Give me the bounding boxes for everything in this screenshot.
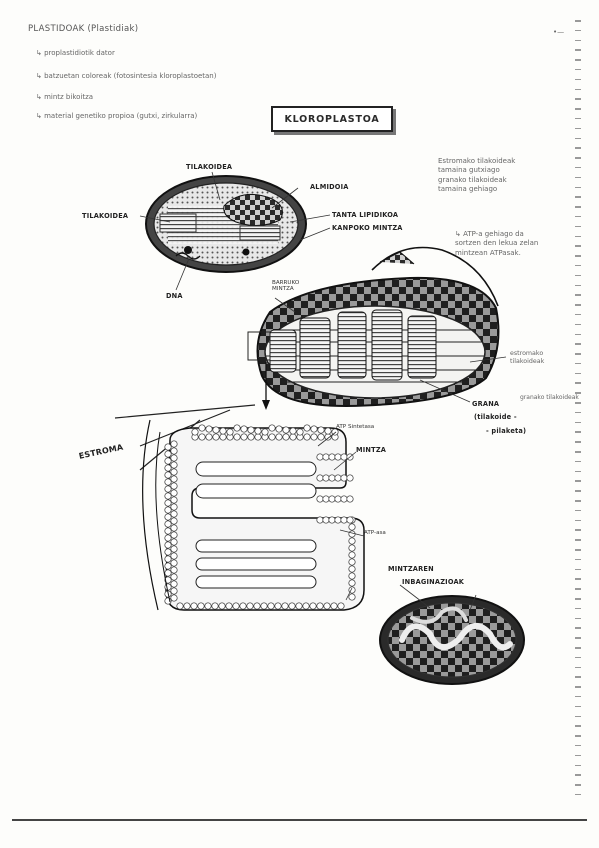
- label-inbaginazioak: INBAGINAZIOAK: [402, 578, 465, 586]
- label-granako-tilakoideak: granako tilakoideak: [520, 394, 579, 401]
- label-tanta-lipidikoa: TANTA LIPIDIKOA: [332, 211, 399, 219]
- label-tilakoidea-top: TILAKOIDEA: [186, 163, 233, 171]
- side-note2-1: ↳ ATP-a gehiago da: [455, 230, 524, 238]
- label-estroma-tilakoideak: estromako tilakoideak: [510, 350, 545, 365]
- label-tilakoidea-left: TILAKOIDEA: [82, 212, 129, 220]
- side-note2-3: mintzean ATPasak.: [455, 248, 521, 257]
- label-barruko-mintza: BARRUKO MINTZA: [272, 280, 300, 293]
- side-note-block-2: ↳ ATP-a gehiago da sortzen den lekua zel…: [455, 230, 538, 258]
- page-bottom-rule: [12, 819, 587, 821]
- large-leader-lines: [274, 297, 507, 403]
- detail-leader-lines: [317, 431, 365, 601]
- side-note-block: Estromako tilakoideak tamaina gutxiago g…: [438, 157, 515, 195]
- label-atp-bottom: ATP-asa: [364, 530, 386, 536]
- label-grana-bracket-2: - pilaketa): [486, 427, 527, 435]
- small-leader-lines: [139, 171, 331, 291]
- note-line-4: ↳ material genetiko propioa (gutxi, zirk…: [36, 112, 198, 120]
- page-heading: PLASTIDOAK (Plastidiak): [28, 24, 139, 34]
- label-atp-sintetasa: ATP Sintetasa: [336, 424, 375, 430]
- label-grana: GRANA: [472, 400, 500, 408]
- margin-ticks: [575, 20, 589, 800]
- inbaginazioak-oval: [379, 584, 525, 685]
- small-chloroplast: [145, 175, 307, 273]
- label-kanpoko-mintza: KANPOKO MINTZA: [332, 224, 403, 232]
- label-grana-bracket-1: (tilakoide -: [474, 413, 517, 421]
- label-dna: DNA: [166, 292, 183, 300]
- note-line-3: ↳ mintz bikoitza: [36, 93, 94, 101]
- thylakoid-detail: [142, 419, 365, 611]
- note-line-1: ↳ proplastidiotik dator: [36, 49, 115, 57]
- side-note-2: tamaina gutxiago: [438, 166, 500, 175]
- large-chloroplast: [247, 246, 500, 410]
- diagram-title: KLOROPLASTOA: [271, 106, 393, 132]
- label-almidoia: ALMIDOIA: [310, 183, 349, 191]
- side-note-1: Estromako tilakoideak: [438, 157, 516, 165]
- side-note-4: tamaina gehiago: [438, 185, 498, 194]
- side-note-3: granako tilakoideak: [438, 175, 507, 184]
- label-mintza: MINTZA: [356, 446, 387, 454]
- corner-mark: •—: [553, 28, 565, 36]
- side-note2-2: sortzen den lekua zelan: [455, 239, 539, 248]
- label-mintzaren: MINTZAREN: [388, 565, 434, 573]
- note-line-2: ↳ batzuetan coloreak (fotosintesia kloro…: [36, 72, 217, 80]
